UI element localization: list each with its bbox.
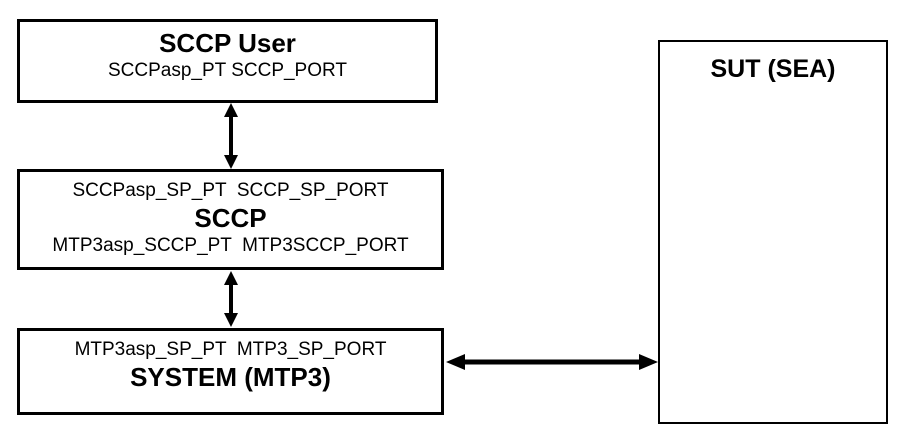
sut-title: SUT (SEA) [710,55,836,83]
sccp-user-title: SCCP User [159,28,296,58]
double-arrow-horizontal-icon [446,354,658,370]
sccp-user-ports-label: SCCPasp_PT SCCP_PORT [108,60,347,81]
system-mtp3-box: MTP3asp_SP_PT MTP3_SP_PORT SYSTEM (MTP3) [17,328,444,415]
sccp-upper-ports-label: SCCPasp_SP_PT SCCP_SP_PORT [72,180,389,201]
sut-box: SUT (SEA) [658,40,888,424]
system-mtp3-title: SYSTEM (MTP3) [130,362,331,392]
sccp-box: SCCPasp_SP_PT SCCP_SP_PORT SCCP MTP3asp_… [17,169,444,270]
system-mtp3-ports-label: MTP3asp_SP_PT MTP3_SP_PORT [74,339,387,360]
double-arrow-vertical-icon [224,271,238,327]
sccp-title: SCCP [194,203,267,233]
sccp-user-box: SCCP User SCCPasp_PT SCCP_PORT [17,19,438,103]
double-arrow-vertical-icon [224,103,238,169]
sccp-lower-ports-label: MTP3asp_SCCP_PT MTP3SCCP_PORT [52,235,409,256]
